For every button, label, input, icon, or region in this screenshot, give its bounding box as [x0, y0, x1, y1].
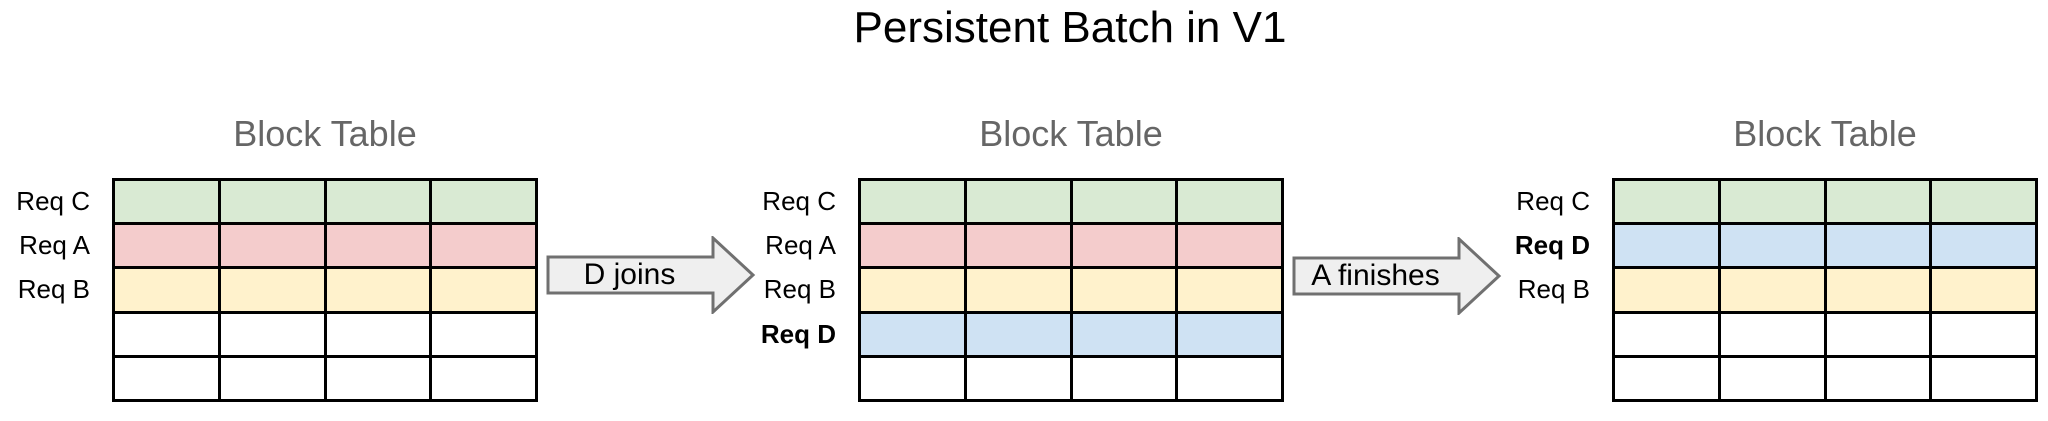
arrow-label-a-finishes: A finishes — [1311, 259, 1440, 292]
block-cell — [115, 357, 218, 399]
block-cell — [966, 225, 1070, 267]
block-cell — [1615, 357, 1718, 399]
row-label: Req D — [760, 318, 836, 349]
row-label — [1440, 358, 1590, 399]
block-table-group-1: Block Table Req C Req A Req B — [0, 108, 538, 408]
row-label — [686, 358, 836, 399]
block-table-title: Block Table — [1733, 113, 1917, 154]
block-cell — [1932, 225, 2035, 267]
block-cell — [1826, 269, 1930, 311]
block-cell — [432, 225, 535, 267]
block-cell — [1826, 225, 1930, 267]
block-cell — [1932, 357, 2035, 399]
block-cell — [1072, 225, 1176, 267]
block-cell — [115, 225, 218, 267]
block-cell — [1932, 269, 2035, 311]
block-cell — [326, 181, 430, 223]
block-grid — [112, 178, 538, 402]
block-cell — [1720, 269, 1824, 311]
block-table-group-3: Block Table Req C Req D Req B — [1440, 108, 2038, 408]
block-cell — [432, 357, 535, 399]
row-label: Req A — [19, 230, 90, 261]
row-label: Req B — [1517, 274, 1590, 305]
block-cell — [1072, 313, 1176, 355]
block-table-group-2: Block Table Req C Req A Req B Req D — [686, 108, 1284, 408]
block-cell — [220, 225, 324, 267]
block-cell — [966, 357, 1070, 399]
block-cell — [1615, 225, 1718, 267]
block-table-title: Block Table — [979, 113, 1163, 154]
block-cell — [115, 181, 218, 223]
block-cell — [220, 269, 324, 311]
block-cell — [966, 313, 1070, 355]
block-cell — [326, 269, 430, 311]
block-cell — [1072, 357, 1176, 399]
block-cell — [326, 313, 430, 355]
block-cell — [1720, 181, 1824, 223]
block-cell — [220, 357, 324, 399]
row-label: Req C — [16, 186, 90, 217]
diagram-title: Persistent Batch in V1 — [853, 3, 1287, 52]
block-cell — [966, 269, 1070, 311]
block-cell — [1932, 313, 2035, 355]
row-label: Req A — [765, 230, 836, 261]
block-cell — [1826, 313, 1930, 355]
block-cell — [1178, 225, 1281, 267]
row-label — [0, 358, 90, 399]
block-cell — [861, 269, 964, 311]
block-cell — [1720, 357, 1824, 399]
block-grid — [858, 178, 1284, 402]
block-cell — [861, 313, 964, 355]
block-cell — [1826, 181, 1930, 223]
block-cell — [1072, 181, 1176, 223]
row-label: Req C — [1516, 186, 1590, 217]
row-label: Req D — [1514, 230, 1590, 261]
block-cell — [1932, 181, 2035, 223]
row-label: Req B — [763, 274, 836, 305]
right-arrow-icon — [546, 236, 756, 314]
row-label: Req C — [762, 186, 836, 217]
transition-arrow-d-joins: D joins — [546, 236, 756, 314]
block-table-title: Block Table — [233, 113, 417, 154]
block-cell — [861, 225, 964, 267]
block-cell — [220, 313, 324, 355]
block-cell — [220, 181, 324, 223]
row-label — [1440, 314, 1590, 355]
block-cell — [861, 357, 964, 399]
block-cell — [1615, 269, 1718, 311]
arrow-label-d-joins: D joins — [583, 258, 676, 291]
block-cell — [1178, 357, 1281, 399]
row-label — [0, 314, 90, 355]
row-labels: Req C Req A Req B — [0, 178, 90, 402]
block-cell — [432, 269, 535, 311]
block-cell — [432, 181, 535, 223]
block-cell — [432, 313, 535, 355]
block-cell — [326, 357, 430, 399]
block-cell — [1720, 313, 1824, 355]
block-cell — [1720, 225, 1824, 267]
block-cell — [1615, 313, 1718, 355]
right-arrow-icon — [1292, 237, 1502, 315]
block-cell — [1178, 313, 1281, 355]
block-cell — [1178, 181, 1281, 223]
row-label: Req B — [17, 274, 90, 305]
block-cell — [966, 181, 1070, 223]
block-cell — [1072, 269, 1176, 311]
block-cell — [115, 313, 218, 355]
block-cell — [1826, 357, 1930, 399]
row-labels: Req C Req D Req B — [1440, 178, 1590, 402]
row-labels: Req C Req A Req B Req D — [686, 178, 836, 402]
block-cell — [326, 225, 430, 267]
block-cell — [115, 269, 218, 311]
transition-arrow-a-finishes: A finishes — [1292, 237, 1502, 315]
block-cell — [1615, 181, 1718, 223]
block-cell — [1178, 269, 1281, 311]
block-grid — [1612, 178, 2038, 402]
block-cell — [861, 181, 964, 223]
